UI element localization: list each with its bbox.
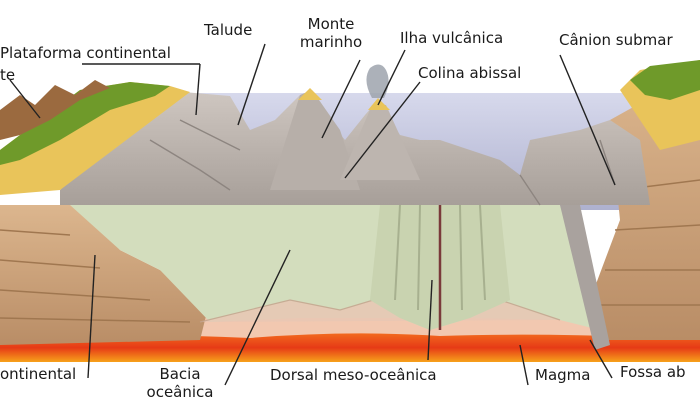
label-canion-submarino: Cânion submar [559,31,673,49]
label-bacia-oceanica: Bacia oceânica [140,365,220,401]
label-costa: te [0,66,16,84]
trench-slab [560,205,610,350]
label-ilha-vulcanica: Ilha vulcânica [400,29,504,47]
left-coast-land [0,82,190,195]
label-monte-marinho: Monte marinho [290,15,372,51]
left-continental-crust [0,205,210,345]
label-bacia-line2: oceânica [146,383,214,401]
label-continental: ontinental [0,365,77,383]
leader-lines [9,43,616,386]
seamount [270,90,360,190]
label-plataforma-continental: Plataforma continental [0,44,171,62]
left-coast-vegetation [0,82,170,165]
left-hills [0,80,110,140]
label-colina-abissal: Colina abissal [418,64,522,82]
label-fossa-abissal: Fossa ab [620,363,686,381]
right-coast-vegetation [630,60,700,100]
volcano-plume [366,64,389,98]
label-monte-line1: Monte [307,15,355,33]
label-monte-line2: marinho [299,33,363,51]
label-magma: Magma [535,366,591,384]
seamount-top [298,88,322,100]
label-talude: Talude [204,21,253,39]
label-bacia-line1: Bacia [159,365,201,383]
volcanic-island [340,105,420,180]
label-dorsal-meso-oceanica: Dorsal meso-oceânica [270,366,437,384]
